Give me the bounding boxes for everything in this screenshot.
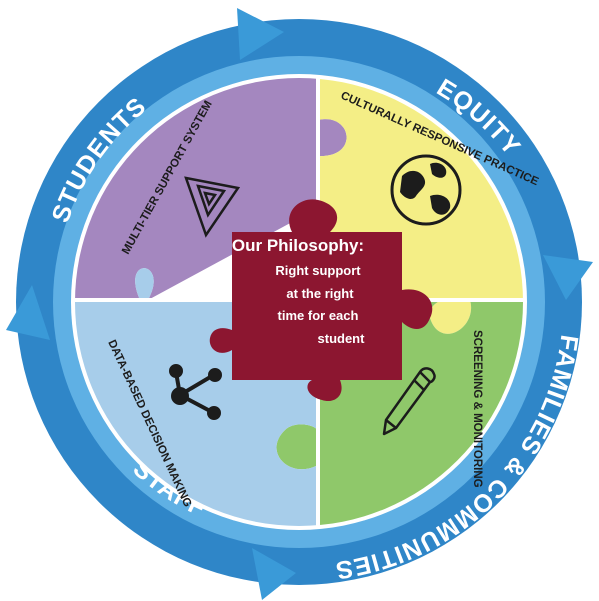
center-title: Our Philosophy: (232, 236, 364, 255)
triangle-icon (184, 176, 241, 238)
center-line-4: student (318, 331, 366, 346)
arrowhead-right-icon (543, 255, 593, 300)
arrowhead-bottom-icon (252, 548, 296, 600)
pencil-icon (382, 367, 436, 436)
center-line-3: time for each (278, 308, 359, 323)
globe-icon (390, 154, 462, 226)
network-icon (169, 364, 222, 420)
center-puzzle-piece (209, 199, 433, 402)
center-line-2: at the right (286, 286, 354, 301)
label-screening: SCREENING & MONITORING (471, 330, 483, 488)
center-line-1: Right support (275, 263, 361, 278)
arrowhead-top-icon (237, 8, 284, 60)
arrowhead-left-icon (6, 285, 50, 340)
